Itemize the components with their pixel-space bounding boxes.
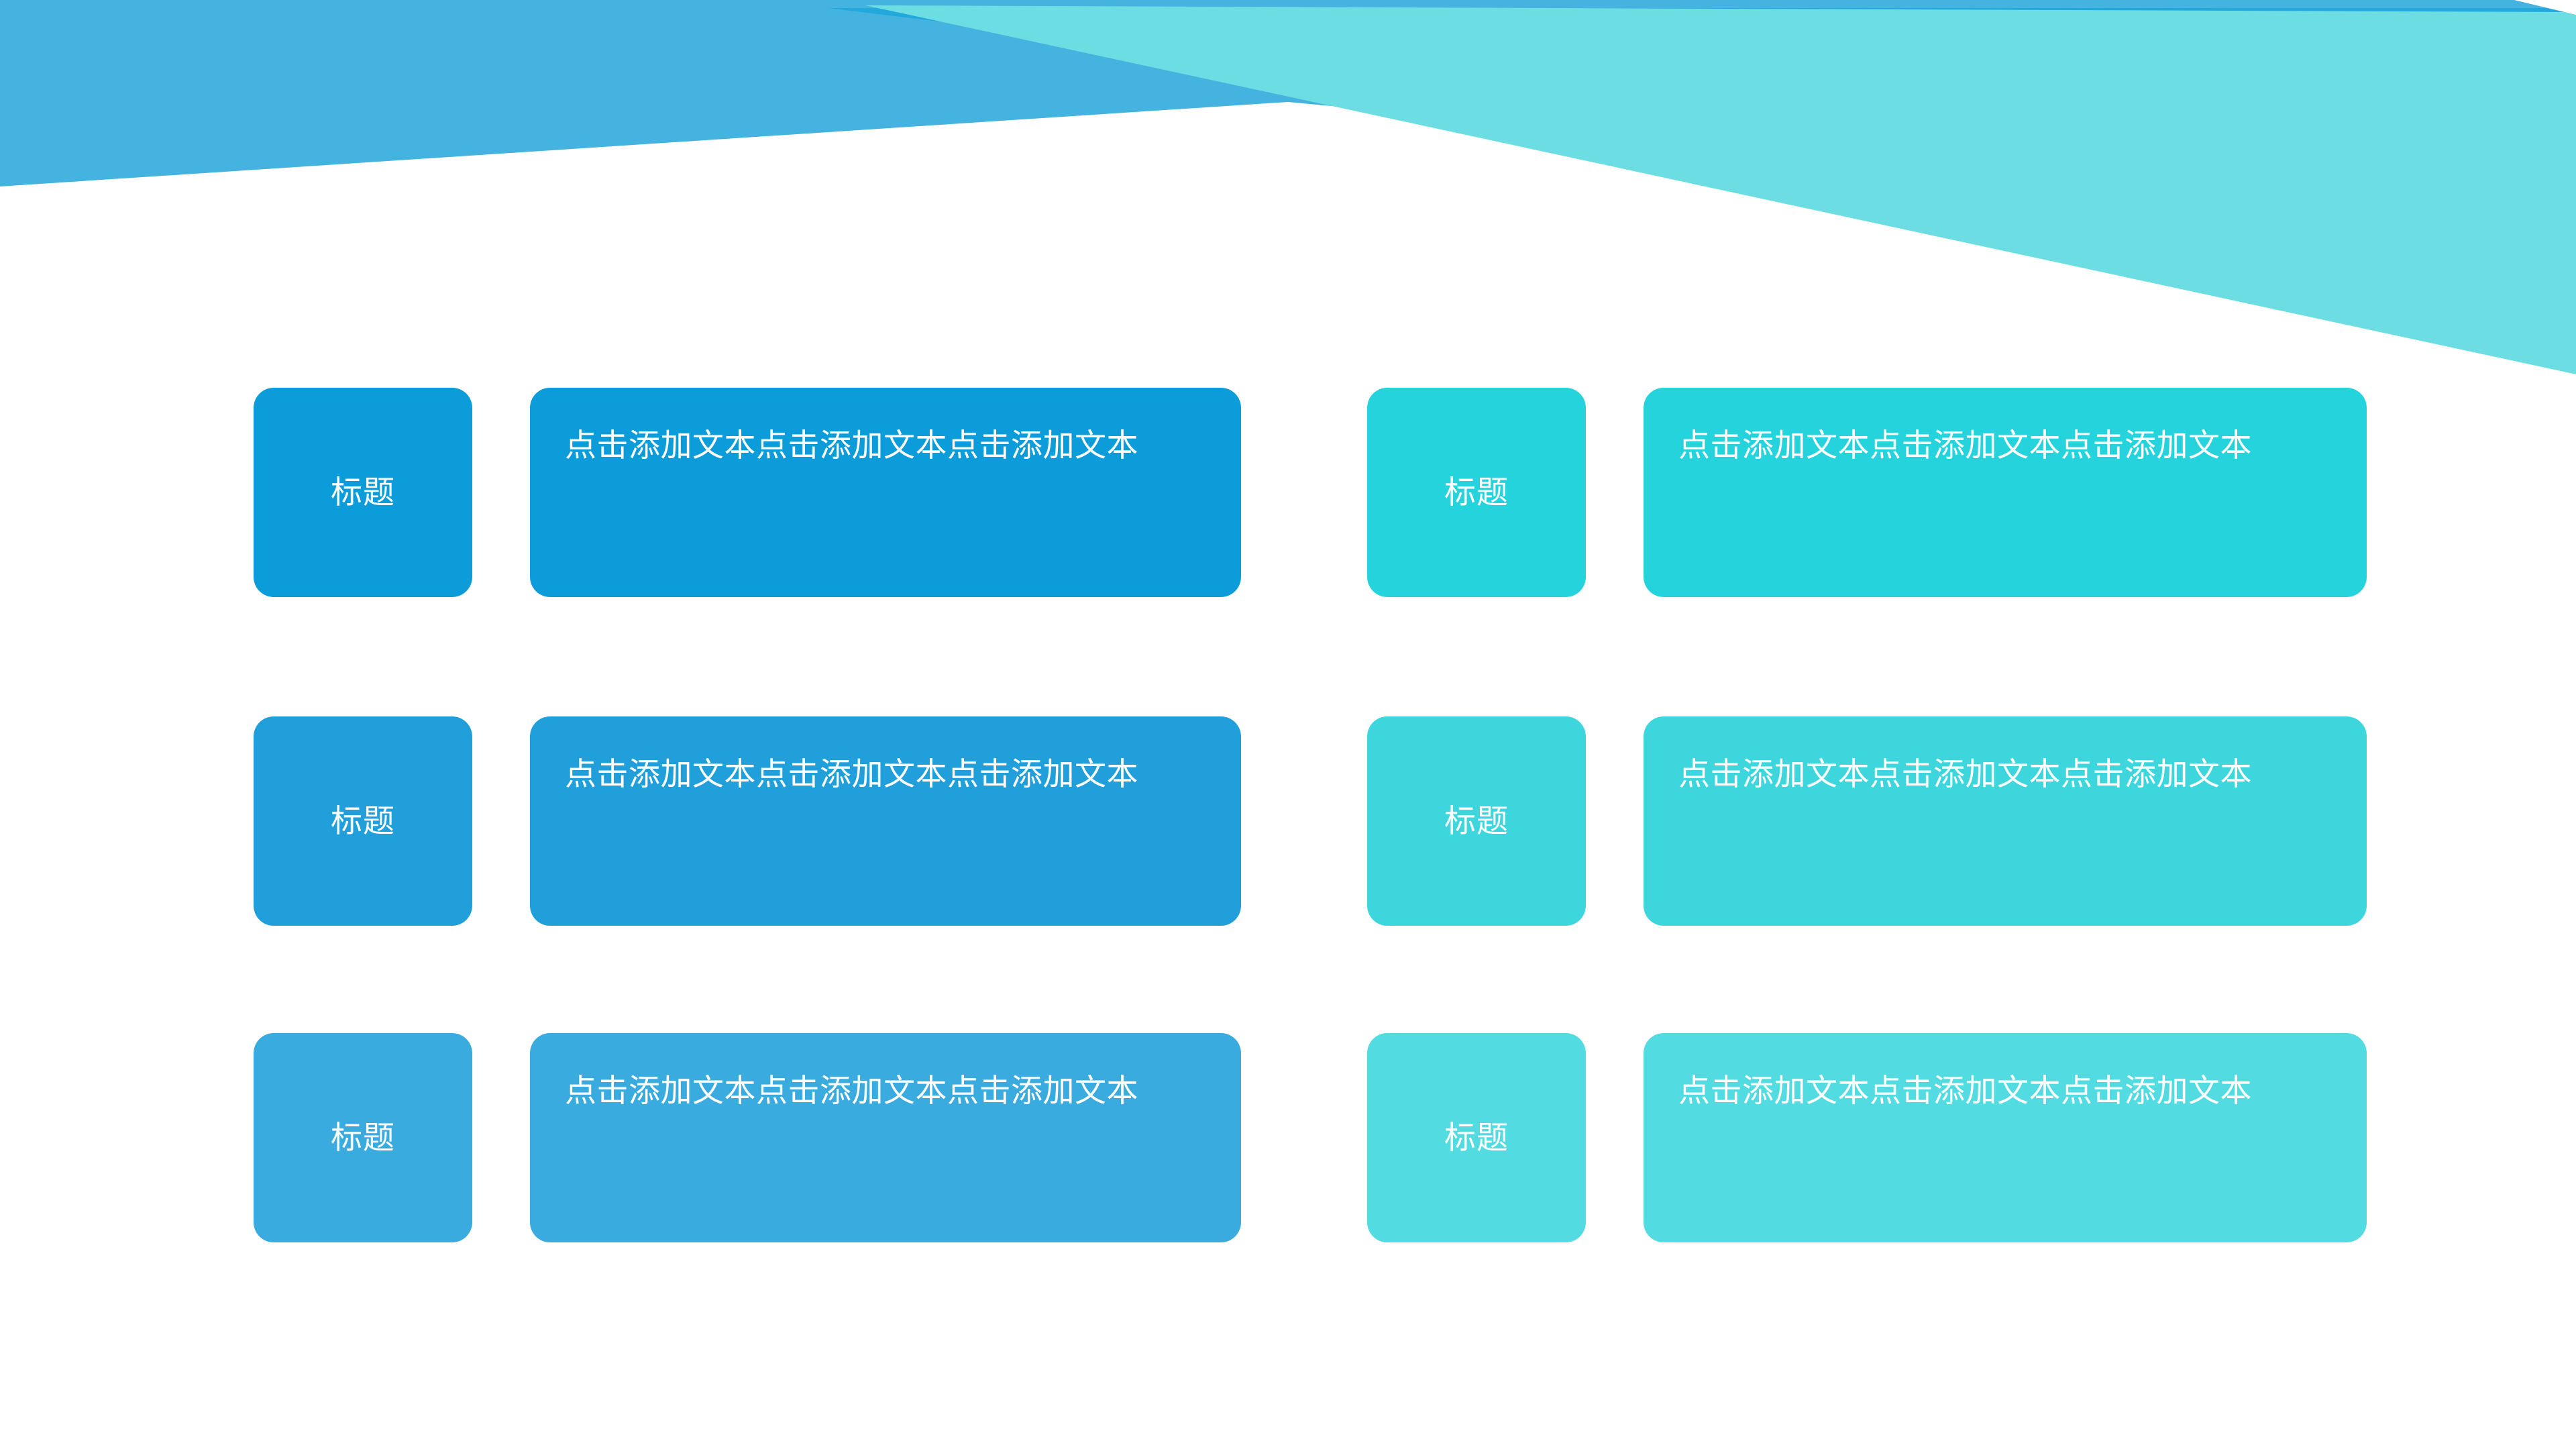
title-card-right-2[interactable]: 标题 — [1367, 716, 1586, 926]
title-card-left-2[interactable]: 标题 — [254, 716, 472, 926]
title-label: 标题 — [331, 1120, 395, 1156]
content-card-right-2[interactable]: 点击添加文本点击添加文本点击添加文本 — [1644, 716, 2367, 926]
content-text: 点击添加文本点击添加文本点击添加文本 — [1678, 1073, 2252, 1108]
title-card-right-1[interactable]: 标题 — [1367, 388, 1586, 597]
content-text: 点击添加文本点击添加文本点击添加文本 — [1678, 427, 2252, 463]
content-text: 点击添加文本点击添加文本点击添加文本 — [565, 756, 1138, 792]
card-gap — [1586, 716, 1644, 717]
content-card-left-3[interactable]: 点击添加文本点击添加文本点击添加文本 — [530, 1033, 1241, 1242]
content-text: 点击添加文本点击添加文本点击添加文本 — [1678, 756, 2252, 792]
title-card-right-3[interactable]: 标题 — [1367, 1033, 1586, 1242]
card-gap — [472, 1033, 530, 1034]
title-card-left-3[interactable]: 标题 — [254, 1033, 472, 1242]
card-pair-left-1: 标题 点击添加文本点击添加文本点击添加文本 — [254, 388, 1241, 597]
content-card-left-2[interactable]: 点击添加文本点击添加文本点击添加文本 — [530, 716, 1241, 926]
title-label: 标题 — [1444, 803, 1509, 839]
title-card-left-1[interactable]: 标题 — [254, 388, 472, 597]
card-pair-right-2: 标题 点击添加文本点击添加文本点击添加文本 — [1367, 716, 2367, 926]
card-gap — [472, 716, 530, 717]
card-pair-left-2: 标题 点击添加文本点击添加文本点击添加文本 — [254, 716, 1241, 926]
card-pair-right-1: 标题 点击添加文本点击添加文本点击添加文本 — [1367, 388, 2367, 597]
card-pair-right-3: 标题 点击添加文本点击添加文本点击添加文本 — [1367, 1033, 2367, 1242]
title-label: 标题 — [1444, 474, 1509, 511]
content-card-left-1[interactable]: 点击添加文本点击添加文本点击添加文本 — [530, 388, 1241, 597]
title-label: 标题 — [331, 474, 395, 511]
card-gap — [1586, 1033, 1644, 1034]
content-text: 点击添加文本点击添加文本点击添加文本 — [565, 1073, 1138, 1108]
title-label: 标题 — [331, 803, 395, 839]
content-card-right-1[interactable]: 点击添加文本点击添加文本点击添加文本 — [1644, 388, 2367, 597]
card-pair-left-3: 标题 点击添加文本点击添加文本点击添加文本 — [254, 1033, 1241, 1242]
title-label: 标题 — [1444, 1120, 1509, 1156]
content-card-right-3[interactable]: 点击添加文本点击添加文本点击添加文本 — [1644, 1033, 2367, 1242]
content-text: 点击添加文本点击添加文本点击添加文本 — [565, 427, 1138, 463]
